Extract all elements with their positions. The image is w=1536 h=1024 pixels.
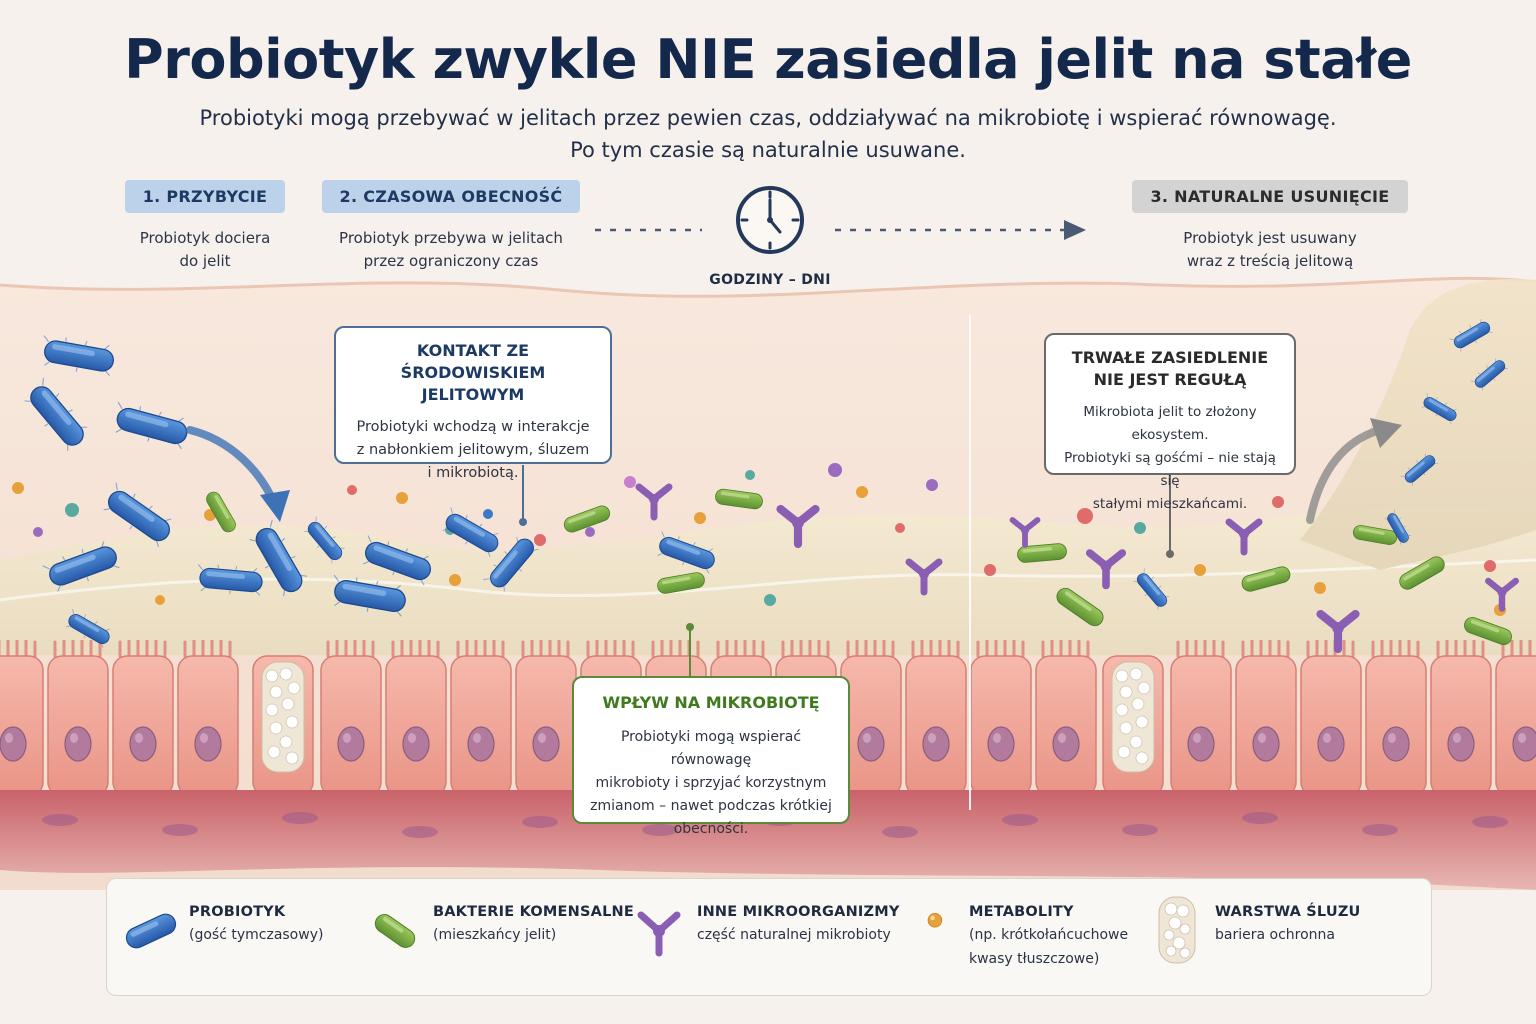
callout-influence-body-line-1: Probiotyki mogą wspierać równowagę — [620, 729, 802, 768]
callout-colonization: TRWAŁE ZASIEDLENIE NIE JEST REGUŁĄ Mikro… — [1044, 333, 1296, 512]
clock-icon — [690, 180, 850, 264]
callout-influence: WPŁYW NA MIKROBIOTĘ Probiotyki mogą wspi… — [572, 676, 850, 837]
step-temporary-presence-desc: Probiotyk przebywa w jelitach przez ogra… — [310, 227, 592, 273]
exit-arrow — [1306, 426, 1384, 524]
page-title: Probiotyk zwykle NIE zasiedla jelit na s… — [124, 28, 1412, 91]
clock-svg — [736, 186, 804, 254]
subtitle-line-1: Probiotyki mogą przebywać w jelitach prz… — [199, 106, 1337, 130]
callout-contact-body-line-2: z nabłonkiem jelitowym, śluzem — [356, 442, 590, 458]
callout-colonization-title-line-1: TRWAŁE ZASIEDLENIE — [1071, 348, 1269, 367]
step-temporary-presence: 2. CZASOWA OBECNOŚĆ Probiotyk przebywa w… — [310, 180, 592, 273]
legend-mucus-title: WARSTWA ŚLUZU — [1215, 904, 1361, 920]
legend: PROBIOTYK (gość tymczasowy) BAKTERIE KOM… — [106, 878, 1432, 996]
callout-colonization-body-line-2: Probiotyki są gośćmi – nie stają się — [1064, 450, 1276, 489]
legend-item-other: INNE MIKROORGANIZMY część naturalnej mik… — [629, 901, 900, 961]
step-temporary-presence-desc-line-2: przez ograniczony czas — [363, 252, 539, 270]
legend-metabolites-desc: (np. krótkołańcuchowe kwasy tłuszczowe) — [969, 923, 1128, 971]
callout-contact: KONTAKT ZE ŚRODOWISKIEM JELITOWYM Probio… — [334, 326, 612, 481]
legend-probiotic-desc-line-1: (gość tymczasowy) — [189, 927, 324, 943]
timeline-arrowhead-icon — [1064, 220, 1086, 240]
mucus-layer-icon — [1158, 896, 1196, 964]
step-natural-removal-desc: Probiotyk jest usuwany wraz z treścią je… — [1120, 227, 1420, 273]
callout-contact-title: KONTAKT ZE ŚRODOWISKIEM JELITOWYM — [350, 340, 596, 406]
legend-metabolites-desc-line-1: (np. krótkołańcuchowe — [969, 927, 1129, 943]
callout-influence-body-line-4: obecności. — [673, 821, 749, 837]
legend-mucus-desc: bariera ochronna — [1215, 923, 1361, 947]
exit-arrowhead-icon — [1370, 418, 1402, 448]
timeline-label: GODZINY – DNI — [709, 272, 831, 288]
legend-other-title: INNE MIKROORGANIZMY — [697, 904, 900, 920]
metabolites — [12, 463, 1506, 616]
step-natural-removal-desc-line-2: wraz z treścią jelitową — [1186, 252, 1354, 270]
legend-mucus-desc-line-1: bariera ochronna — [1215, 927, 1335, 943]
callout-influence-body-line-3: zmianom – nawet podczas krótkiej — [590, 798, 832, 814]
timeline-arrow — [595, 220, 1086, 240]
callout-colonization-title: TRWAŁE ZASIEDLENIE NIE JEST REGUŁĄ — [1060, 347, 1280, 391]
step-arrival-desc: Probiotyk dociera do jelit — [80, 227, 330, 273]
step-natural-removal-badge: 3. NATURALNE USUNIĘCIE — [1132, 180, 1408, 213]
callout-contact-body-line-3: i mikrobiotą. — [427, 465, 519, 481]
callout-colonization-body-line-1: Mikrobiota jelit to złożony ekosystem. — [1083, 404, 1257, 443]
step-arrival-badge: 1. PRZYBYCIE — [124, 180, 286, 213]
callout-contact-body-line-1: Probiotyki wchodzą w interakcje — [356, 419, 590, 435]
legend-commensal-desc: (mieszkańcy jelit) — [433, 923, 634, 947]
legend-probiotic-desc: (gość tymczasowy) — [189, 923, 323, 947]
callout-colonization-body: Mikrobiota jelit to złożony ekosystem. P… — [1060, 401, 1280, 516]
commensal-bacteria-icon — [374, 914, 416, 948]
legend-item-metabolites: METABOLITY (np. krótkołańcuchowe kwasy t… — [915, 901, 1128, 971]
legend-item-probiotic: PROBIOTYK (gość tymczasowy) — [121, 901, 323, 961]
other-microorganism-icon — [637, 911, 681, 957]
callout-contact-title-line-1: KONTAKT ZE ŚRODOWISKIEM — [400, 341, 546, 382]
step-arrival: 1. PRZYBYCIE Probiotyk dociera do jelit — [80, 180, 330, 273]
step-natural-removal: 3. NATURALNE USUNIĘCIE Probiotyk jest us… — [1120, 180, 1420, 273]
callout-colonization-body-line-3: stałymi mieszkańcami. — [1092, 496, 1248, 512]
callout-contact-title-line-2: JELITOWYM — [421, 385, 525, 404]
callout-influence-body-line-2: mikrobioty i sprzyjać korzystnym — [595, 775, 827, 791]
subtitle-line-2: Po tym czasie są naturalnie usuwane. — [570, 138, 966, 162]
legend-commensal-title: BAKTERIE KOMENSALNE — [433, 904, 634, 920]
step-arrival-desc-line-2: do jelit — [179, 252, 231, 270]
legend-metabolites-desc-line-2: kwasy tłuszczowe) — [969, 951, 1100, 967]
callout-contact-body: Probiotyki wchodzą w interakcje z nabłon… — [350, 416, 596, 485]
entry-arrowhead-icon — [260, 490, 290, 522]
callout-influence-body: Probiotyki mogą wspierać równowagę mikro… — [588, 726, 834, 841]
step-arrival-desc-line-1: Probiotyk dociera — [139, 229, 271, 247]
step-temporary-presence-badge: 2. CZASOWA OBECNOŚĆ — [321, 180, 581, 213]
probiotic-icon — [125, 913, 177, 949]
metabolite-icon — [927, 912, 943, 928]
legend-other-desc-line-1: część naturalnej mikrobioty — [697, 927, 891, 943]
step-temporary-presence-desc-line-1: Probiotyk przebywa w jelitach — [339, 229, 563, 247]
subtitle: Probiotyki mogą przebywać w jelitach prz… — [0, 102, 1536, 166]
callout-influence-title: WPŁYW NA MIKROBIOTĘ — [602, 693, 820, 712]
legend-commensal-desc-line-1: (mieszkańcy jelit) — [433, 927, 557, 943]
legend-item-commensal: BAKTERIE KOMENSALNE (mieszkańcy jelit) — [365, 901, 634, 961]
callout-colonization-title-line-2: NIE JEST REGUŁĄ — [1093, 370, 1247, 389]
legend-item-mucus: WARSTWA ŚLUZU bariera ochronna — [1147, 895, 1361, 965]
legend-probiotic-title: PROBIOTYK — [189, 904, 286, 920]
legend-other-desc: część naturalnej mikrobioty — [697, 923, 900, 947]
legend-metabolites-title: METABOLITY — [969, 904, 1074, 920]
step-natural-removal-desc-line-1: Probiotyk jest usuwany — [1183, 229, 1357, 247]
